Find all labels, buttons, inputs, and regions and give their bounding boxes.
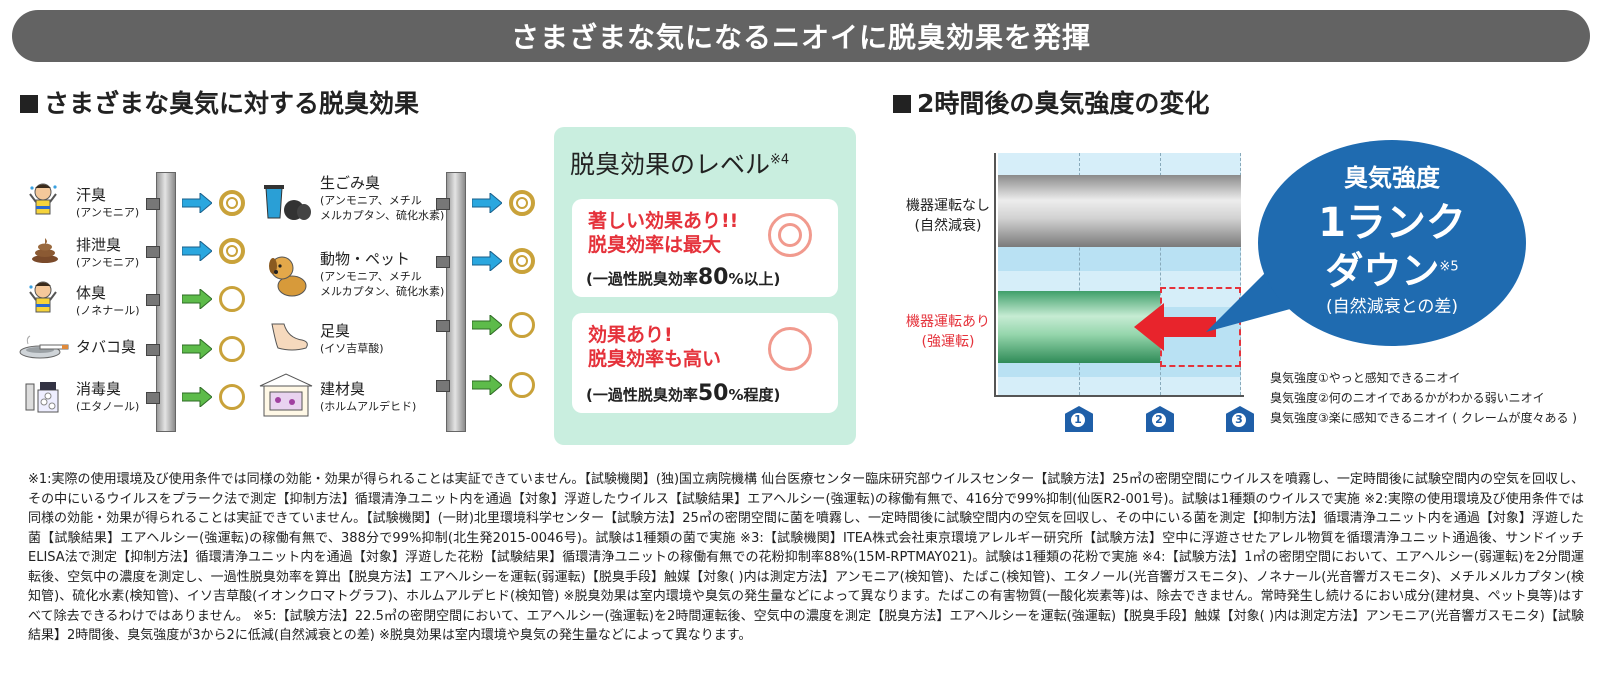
double-circle-icon [509,190,535,216]
sweating-boy-icon [26,280,60,320]
blue-arrow-icon [182,241,212,261]
legend-item: 臭気強度③楽に感知できるニオイ ( クレームが度々ある ) [1270,411,1577,425]
square-bullet-icon [893,95,911,113]
gridline [1240,153,1241,395]
double-circle-icon [768,213,812,257]
double-circle-icon [219,190,245,216]
double-circle-icon [219,238,245,264]
bar-no-operation [998,175,1241,247]
odor-label-tobacco: タバコ臭 [76,338,137,356]
pillar-tab [146,344,160,356]
green-arrow-icon [182,387,212,407]
odor-label-sweat: 汗臭(アンモニア) [76,186,140,219]
blue-arrow-icon [182,193,212,213]
single-circle-icon [219,384,245,410]
header-banner: さまざまな気になるニオイに脱臭効果を発揮 [12,10,1590,62]
bar-with-operation [998,291,1160,363]
gridline [1079,153,1080,395]
odor-label-building: 建材臭(ホルムアルデヒド) [320,380,417,413]
double-circle-icon [509,248,535,274]
pillar-tab [146,198,160,210]
green-arrow-icon [472,375,502,395]
disinfectant-bottle-icon [22,376,66,416]
odor-intensity-chart [998,153,1241,395]
row-label-no-operation: 機器運転なし(自然減衰) [906,198,990,234]
filter-unit-pillar [446,172,466,432]
red-left-arrow-icon [1134,303,1216,351]
single-circle-icon [768,327,812,371]
pillar-tab [436,198,450,210]
legend-item: 臭気強度②何のニオイであるかがわかる弱いニオイ [1270,391,1545,405]
pillar-tab [146,246,160,258]
level-card-medium-note: (一過性脱臭効率50%程度) [586,381,781,406]
row-label-with-operation: 機器運転あり(強運転) [906,314,990,350]
single-circle-icon [219,336,245,362]
chart-x-axis [994,395,1244,397]
level-card-medium: 効果あり! 脱臭効率も高い (一過性脱臭効率50%程度) [572,313,838,413]
sweating-person-icon [26,182,60,222]
level-card-high-note: (一過性脱臭効率80%以上) [586,265,781,290]
single-circle-icon [509,372,535,398]
chart-band [998,377,1241,395]
footnote-text: ※1:実際の使用環境及び使用条件では同様の効能・効果が得られることは実証できてい… [28,472,1584,643]
single-circle-icon [509,312,535,338]
green-arrow-icon [182,339,212,359]
bubble-line3: ダウン※5 [1325,249,1459,293]
banner-text: さまざまな気になるニオイに脱臭効果を発揮 [510,21,1091,54]
pillar-tab [436,320,450,332]
pillar-tab [436,380,450,392]
level-card-high: 著しい効果あり!! 脱臭効率は最大 (一過性脱臭効率80%以上) [572,199,838,297]
intensity-marker-2: 2 [1146,406,1174,432]
gridline [1160,153,1161,395]
blue-arrow-icon [472,251,502,271]
left-section-title: さまざまな臭気に対する脱臭効果 [20,84,419,120]
odor-label-pet: 動物・ペット(アンモニア、メチルメルカプタン、硫化水素) [320,250,445,298]
odor-label-garbage: 生ごみ臭(アンモニア、メチルメルカプタン、硫化水素) [320,174,445,222]
intensity-legend: 臭気強度①やっと感知できるニオイ 臭気強度②何のニオイであるかがわかる弱いニオイ… [1270,368,1577,428]
legend-item: 臭気強度①やっと感知できるニオイ [1270,371,1461,385]
pillar-tab [146,392,160,404]
intensity-marker-3: 3 [1226,406,1254,432]
odor-label-foot: 足臭(イソ吉草酸) [320,322,384,355]
garbage-bag-icon [262,180,312,224]
blue-arrow-icon [472,193,502,213]
foot-icon [266,320,312,354]
pillar-tab [436,256,450,268]
green-arrow-icon [182,289,212,309]
odor-label-excretion: 排泄臭(アンモニア) [76,236,140,269]
square-bullet-icon [20,95,38,113]
deodorization-level-box: 脱臭効果のレベル※4 著しい効果あり!! 脱臭効率は最大 (一過性脱臭効率80%… [554,127,856,445]
pillar-tab [146,294,160,306]
odor-label-body: 体臭(ノネナール) [76,284,140,317]
callout-bubble: 臭気強度 1ランク ダウン※5 (自然減衰との差) [1258,140,1526,346]
intensity-marker-1: 1 [1065,406,1093,432]
green-arrow-icon [472,315,502,335]
odor-label-disinfectant: 消毒臭(エタノール) [76,380,140,413]
dog-icon [264,250,312,300]
right-section-title: 2時間後の臭気強度の変化 [893,84,1209,120]
chart-y-axis [994,153,996,397]
house-icon [258,372,314,418]
level-box-title: 脱臭効果のレベル※4 [570,150,790,179]
ashtray-cigarette-icon [18,334,70,360]
single-circle-icon [219,286,245,312]
poop-icon [30,236,60,264]
